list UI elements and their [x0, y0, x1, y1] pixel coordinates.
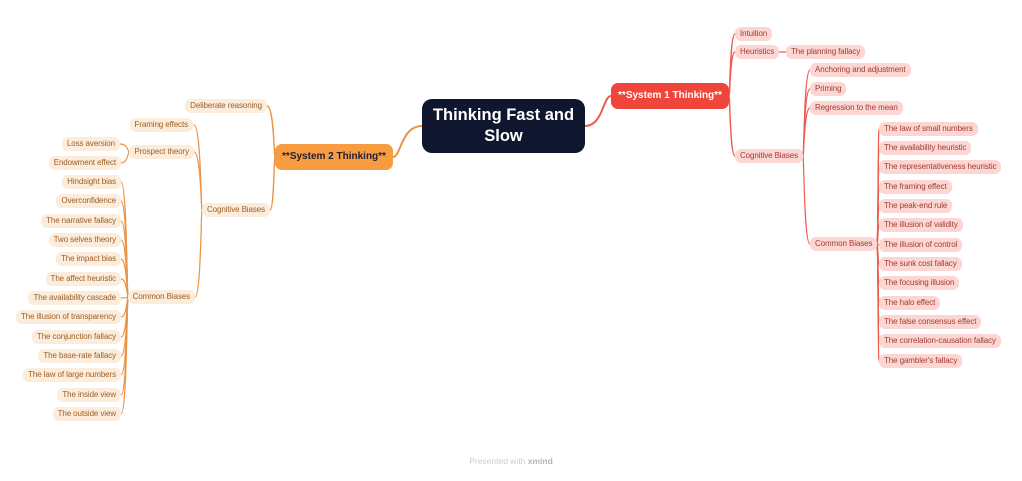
- node-r7[interactable]: The illusion of control: [879, 238, 963, 252]
- node-commonbias_r[interactable]: Common Biases: [810, 237, 878, 251]
- node-commonbias_l[interactable]: Common Biases: [127, 290, 195, 304]
- node-loss[interactable]: Loss aversion: [61, 137, 120, 151]
- node-l12[interactable]: The inside view: [57, 388, 121, 402]
- node-r5[interactable]: The peak-end rule: [879, 199, 953, 213]
- node-cogbias_l[interactable]: Cognitive Biases: [202, 203, 270, 217]
- connector-commonbias_l-l4: [120, 239, 129, 298]
- connector-commonbias_l-l5: [120, 258, 129, 298]
- connector-commonbias_l-l7: [120, 296, 129, 299]
- watermark: Presented with xmind: [0, 456, 1022, 466]
- connector-prospect-endowment: [120, 151, 130, 164]
- node-framing_l[interactable]: Framing effects: [129, 118, 193, 132]
- node-l13[interactable]: The outside view: [52, 407, 121, 421]
- connector-prospect-loss: [119, 143, 130, 153]
- node-l6[interactable]: The affect heuristic: [45, 272, 121, 286]
- connector-commonbias_r-r10: [876, 243, 880, 304]
- node-r6[interactable]: The illusion of validity: [879, 218, 963, 232]
- node-endowment[interactable]: Endowment effect: [48, 156, 121, 170]
- node-l9[interactable]: The conjunction fallacy: [31, 330, 121, 344]
- connector-s1-cogbias_r: [728, 95, 736, 157]
- connector-cogbias_l-prospect: [193, 151, 203, 211]
- node-s2[interactable]: **System 2 Thinking**: [275, 144, 393, 170]
- node-r2[interactable]: The availability heuristic: [879, 141, 972, 155]
- node-r13[interactable]: The gambler's fallacy: [879, 354, 963, 368]
- connector-commonbias_l-l2: [120, 200, 129, 298]
- connector-cogbias_l-commonbias_l: [194, 209, 203, 298]
- xmind-brand-label: xmind: [527, 456, 553, 466]
- node-l4[interactable]: Two selves theory: [48, 233, 121, 247]
- connector-s1-heuristics: [728, 51, 736, 97]
- node-r10[interactable]: The halo effect: [879, 296, 941, 310]
- node-intuition[interactable]: Intuition: [735, 27, 773, 41]
- connector-cogbias_r-commonbias_r: [802, 155, 811, 245]
- connector-root-s2: [392, 125, 423, 158]
- node-anchoring[interactable]: Anchoring and adjustment: [810, 63, 911, 77]
- watermark-prefix: Presented with: [469, 456, 528, 466]
- connector-cogbias_r-anchoring: [802, 69, 811, 157]
- connector-commonbias_r-r12: [876, 243, 880, 342]
- connector-commonbias_r-r4: [876, 186, 880, 245]
- node-prospect[interactable]: Prospect theory: [129, 145, 194, 159]
- connector-cogbias_r-priming: [802, 88, 811, 157]
- node-cogbias_r[interactable]: Cognitive Biases: [735, 149, 803, 163]
- node-r12[interactable]: The correlation-causation fallacy: [879, 334, 1001, 348]
- connector-commonbias_l-l11: [120, 296, 129, 376]
- node-l1[interactable]: Hindsight bias: [62, 175, 121, 189]
- connector-s2-deliberate: [266, 105, 276, 158]
- connector-commonbias_l-l10: [120, 296, 129, 357]
- node-root[interactable]: Thinking Fast and Slow: [422, 99, 585, 153]
- node-deliberate[interactable]: Deliberate reasoning: [185, 99, 267, 113]
- node-r9[interactable]: The focusing illusion: [879, 276, 960, 290]
- connector-commonbias_l-l6: [120, 278, 129, 298]
- connector-commonbias_l-l3: [120, 220, 129, 298]
- node-heuristics[interactable]: Heuristics: [735, 45, 780, 59]
- node-l10[interactable]: The base-rate fallacy: [38, 349, 121, 363]
- node-regression[interactable]: Regression to the mean: [810, 101, 903, 115]
- node-r1[interactable]: The law of small numbers: [879, 122, 978, 136]
- node-r3[interactable]: The representativeness heuristic: [879, 160, 1002, 174]
- connector-cogbias_l-framing_l: [193, 124, 203, 211]
- node-l7[interactable]: The availability cascade: [28, 291, 121, 305]
- connector-s1-intuition: [728, 33, 736, 97]
- connector-commonbias_l-l9: [120, 296, 129, 338]
- node-l5[interactable]: The impact bias: [56, 252, 121, 266]
- node-l2[interactable]: Overconfidence: [56, 194, 121, 208]
- node-l3[interactable]: The narrative fallacy: [41, 214, 121, 228]
- connector-commonbias_l-l13: [120, 296, 129, 415]
- connector-commonbias_l-l1: [120, 181, 129, 298]
- node-r8[interactable]: The sunk cost fallacy: [879, 257, 962, 271]
- connector-commonbias_l-l8: [120, 296, 129, 318]
- node-s1[interactable]: **System 1 Thinking**: [611, 83, 729, 109]
- node-r11[interactable]: The false consensus effect: [879, 315, 982, 329]
- node-l11[interactable]: The law of large numbers: [23, 368, 121, 382]
- node-l8[interactable]: The illusion of transparency: [15, 310, 121, 324]
- node-priming[interactable]: Priming: [810, 82, 847, 96]
- connector-cogbias_r-regression: [802, 107, 811, 157]
- node-planning[interactable]: The planning fallacy: [786, 45, 866, 59]
- node-r4[interactable]: The framing effect: [879, 180, 952, 194]
- connector-root-s1: [584, 95, 612, 127]
- connector-s2-cogbias_l: [269, 156, 276, 211]
- connector-commonbias_l-l12: [120, 296, 129, 396]
